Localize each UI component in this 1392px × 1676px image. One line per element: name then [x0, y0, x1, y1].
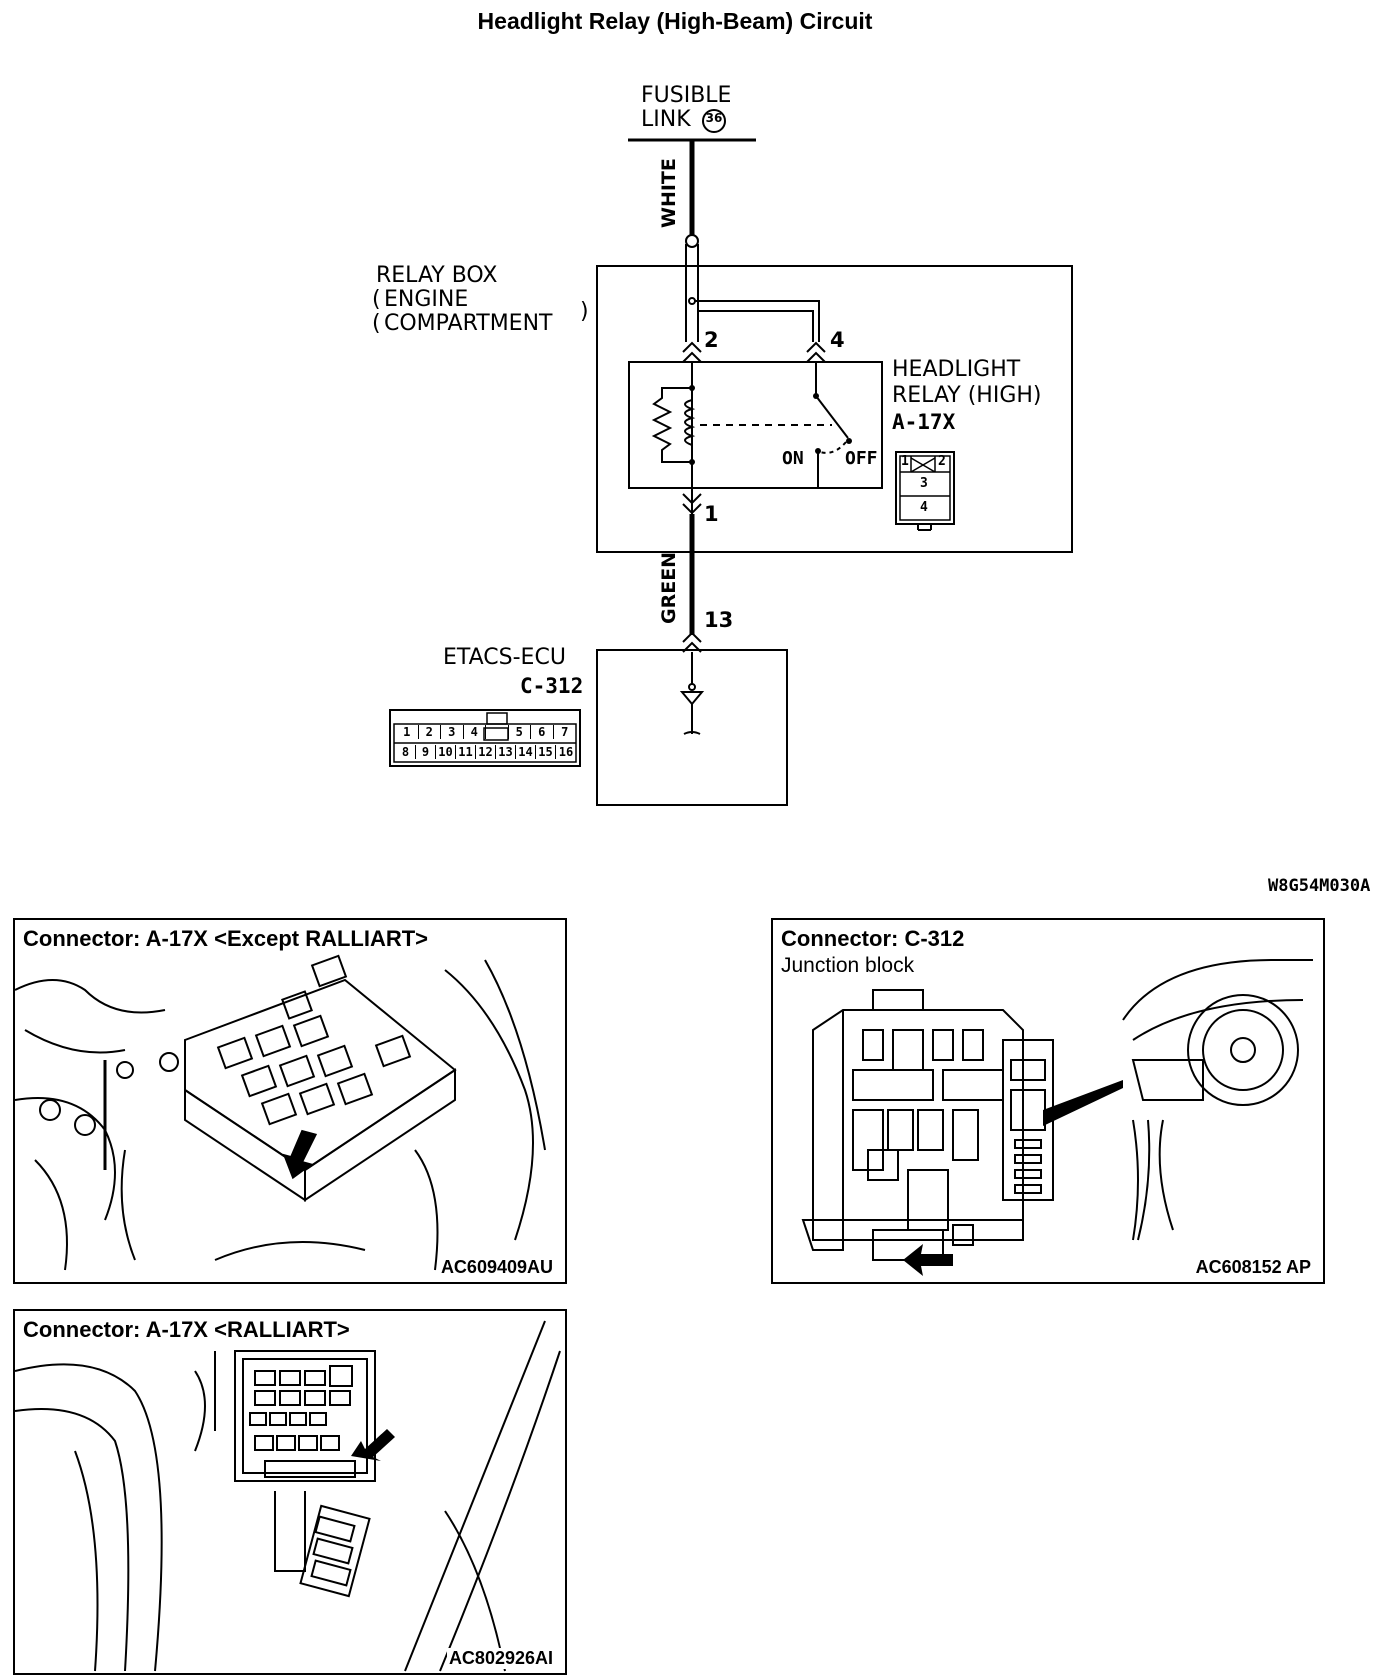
panel-c312-subtitle: Junction block [781, 954, 919, 978]
ecu-connector-pin: 16 [558, 745, 574, 759]
ecu-connector-pin: 14 [516, 745, 536, 759]
ecu-code: C-312 [520, 674, 584, 698]
panel-c312-title: Connector: C-312 [781, 926, 969, 952]
relay-conn-pin-4: 4 [920, 500, 928, 515]
ecu-connector-pin: 13 [496, 745, 516, 759]
ecu-outline [596, 649, 788, 806]
ecu-connector-pin: 8 [396, 745, 416, 759]
fusible-link-label-line1: FUSIBLE [641, 83, 732, 108]
relay-pin-2: 2 [704, 328, 719, 352]
ecu-connector-pin: 9 [416, 745, 436, 759]
paren-left-2: ( [372, 311, 381, 336]
relay-pin-1: 1 [704, 502, 719, 526]
relay-label-line2: RELAY (HIGH) [892, 383, 1042, 408]
page-title: Headlight Relay (High-Beam) Circuit [477, 8, 873, 34]
panel-a17x-ralliart-title: Connector: A-17X <RALLIART> [23, 1317, 354, 1343]
relay-box-label-line1: RELAY BOX [376, 263, 498, 288]
relay-pin-4: 4 [830, 328, 845, 352]
circuit-diagram [389, 109, 1073, 806]
ecu-connector-pin: 4 [464, 725, 486, 739]
relay-label-line1: HEADLIGHT [892, 357, 1021, 382]
switch-on-label: ON [782, 448, 804, 469]
ecu-connector-pin: 12 [476, 745, 496, 759]
relay-conn-pin-2: 2 [938, 454, 946, 469]
ecu-connector-pin [486, 725, 509, 739]
ecu-name: ETACS-ECU [443, 645, 566, 670]
ecu-connector-pin: 15 [536, 745, 556, 759]
ecu-connector-pin: 1 [396, 725, 419, 739]
ecu-connector-pin: 2 [419, 725, 441, 739]
ecu-pin-13: 13 [704, 608, 734, 632]
fusible-link-label-line2: LINK [641, 107, 691, 132]
relay-box-outline [596, 265, 1073, 553]
relay-box-label-line3: COMPARTMENT [384, 311, 553, 336]
fusible-link-number: 36 [705, 111, 723, 125]
wire-color-bottom: GREEN [658, 551, 680, 624]
connector-panel-a17x-except: Connector: A-17X <Except RALLIART> AC609… [13, 918, 567, 1284]
ecu-connector-pin: 6 [531, 725, 554, 739]
ralliart-engine-bay-illustration [15, 1320, 561, 1672]
panel-a17x-except-code: AC609409AU [438, 1257, 555, 1278]
paren-right: ) [580, 299, 589, 324]
relay-code: A-17X [892, 410, 956, 434]
wire-color-top: WHITE [658, 158, 680, 228]
fusible-link-number-circle [702, 109, 726, 133]
relay-conn-pin-1: 1 [901, 454, 909, 469]
ecu-connector-pin: 7 [561, 725, 569, 739]
connector-panel-c312: Connector: C-312 Junction block AC608152… [771, 918, 1325, 1284]
connector-panel-a17x-ralliart: Connector: A-17X <RALLIART> AC802926AI [13, 1309, 567, 1675]
relay-outline [628, 361, 883, 489]
junction-block-illustration [801, 959, 1313, 1276]
panel-a17x-ralliart-code: AC802926AI [446, 1648, 555, 1669]
relay-box-label-line2: ENGINE [384, 287, 469, 312]
panel-c312-code: AC608152 AP [1193, 1257, 1313, 1278]
ecu-connector-pin: 11 [456, 745, 476, 759]
ecu-connector-pin: 3 [441, 725, 464, 739]
relay-conn-pin-3: 3 [920, 476, 928, 491]
switch-off-label: OFF [845, 448, 878, 469]
paren-left: ( [372, 287, 381, 312]
diagram-code: W8G54M030A [1268, 876, 1371, 896]
ecu-connector-pin: 10 [436, 745, 456, 759]
engine-bay-illustration [15, 954, 546, 1271]
panel-a17x-except-title: Connector: A-17X <Except RALLIART> [23, 926, 433, 952]
ecu-connector-pin: 5 [509, 725, 531, 739]
